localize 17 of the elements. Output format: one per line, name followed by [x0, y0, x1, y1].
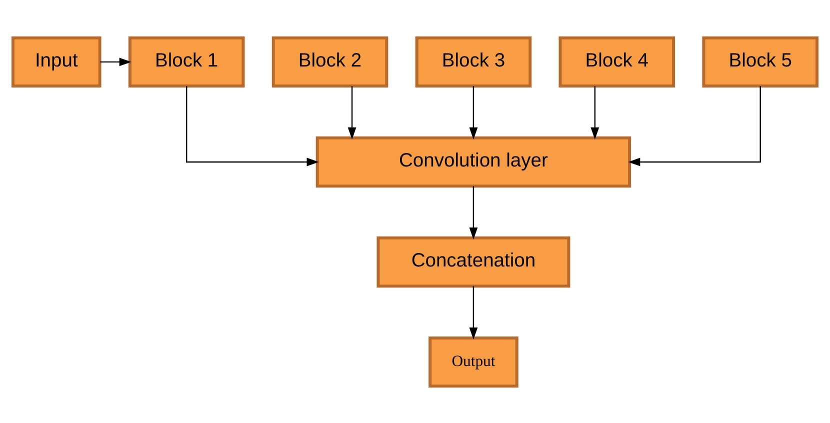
node-box: Output [428, 336, 518, 388]
arrow [469, 286, 478, 340]
node-box: Block 3 [415, 36, 532, 88]
node-box: Block 5 [702, 36, 818, 88]
arrow [469, 86, 478, 139]
arrow [628, 86, 761, 166]
node-box: Concatenation [376, 236, 570, 288]
node-box: Block 4 [558, 36, 676, 88]
arrow [590, 86, 600, 139]
node-box: Input [12, 36, 102, 88]
node-box: Convolution layer [316, 136, 632, 188]
arrow [186, 86, 319, 166]
arrow [348, 86, 356, 139]
arrow [469, 186, 478, 239]
arrow [100, 57, 132, 66]
node-box: Block 1 [128, 36, 245, 88]
node-box: Block 2 [272, 36, 388, 88]
